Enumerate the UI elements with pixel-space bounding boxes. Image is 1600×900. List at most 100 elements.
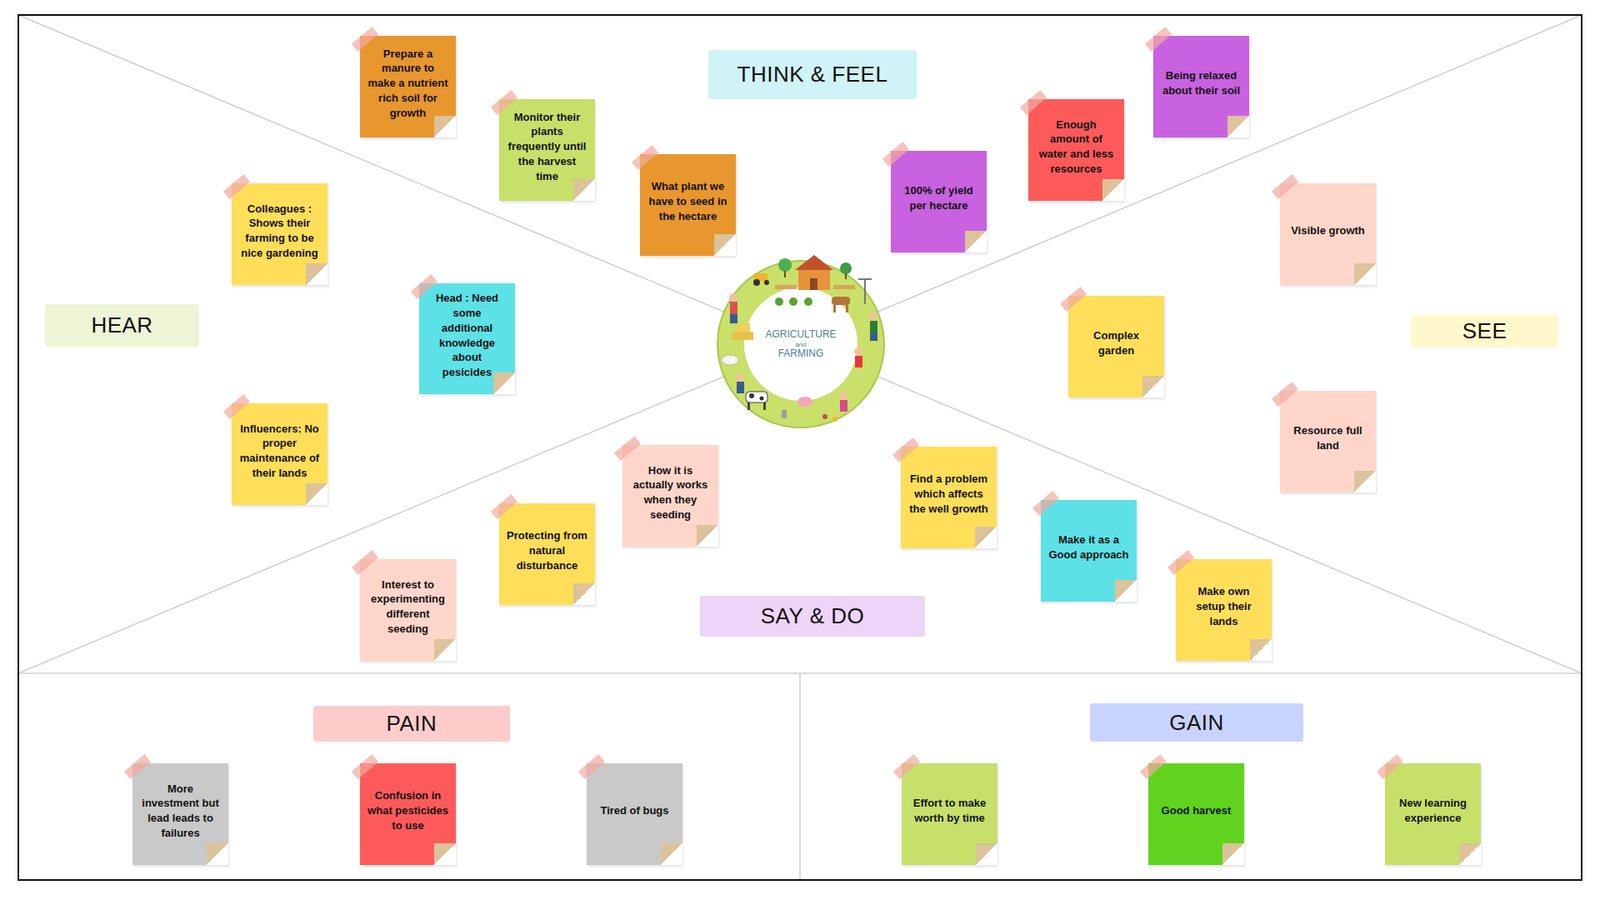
illustration-label: AGRICULTURE [742,329,860,341]
note-text: Colleagues : Shows their farming to be n… [239,201,320,261]
sticky-note: Prepare a manure to make a nutrient rich… [360,35,456,138]
page-curl [975,526,997,549]
note-text: Interest to experimenting different seed… [367,577,449,637]
note-text: Protecting from natural disturbance [506,528,588,573]
header-text: GAIN [1169,710,1225,736]
note-text: How it is actually works when they seedi… [630,463,711,523]
page-curl [305,263,328,285]
sticky-note: Confusion in what pesticides to use [360,763,456,865]
sticky-note: How it is actually works when they seedi… [622,445,719,547]
sticky-note: Colleagues : Shows their farming to be n… [231,183,328,285]
page-curl [714,234,736,256]
section-header: THINK & FEEL [708,50,917,100]
tape-strip [223,174,250,200]
page-curl [1354,263,1376,285]
note-text: Visible growth [1290,223,1365,239]
page-curl [305,483,328,505]
note-text: More investment but lead leads to failur… [140,781,221,841]
sticky-note: Head : Need some additional knowledge ab… [419,283,515,395]
sticky-note: Visible growth [1280,183,1376,285]
tape-strip [351,26,379,52]
sticky-note: New learning experience [1385,763,1481,865]
note-text: 100% of yield per hectare [898,183,980,213]
page-curl [434,639,456,661]
sticky-note: 100% of yield per hectare [890,150,987,253]
header-text: PAIN [386,710,438,737]
header-text: THINK & FEEL [737,61,889,88]
note-text: Enough amount of water and less resource… [1035,117,1117,177]
sticky-note: Complex garden [1068,295,1165,398]
tape-strip [410,274,438,300]
tape-strip [351,754,379,780]
sticky-note: Resource full land [1280,390,1376,493]
tape-strip [223,394,250,420]
page-curl [206,843,229,865]
sticky-note: Effort to make worth by time [901,763,998,865]
note-text: Confusion in what pesticides to use [367,788,449,833]
note-text: Complex garden [1075,328,1157,358]
page-curl [696,525,719,547]
page-curl [1102,179,1125,201]
note-text: New learning experience [1392,795,1474,825]
header-text: HEAR [90,312,153,339]
tape-strip [1140,754,1167,780]
tape-strip [351,550,379,575]
tape-strip [892,437,920,463]
note-text: Tired of bugs [600,803,669,819]
note-text: Find a problem which affects the well gr… [908,471,990,516]
sticky-note: Good harvest [1148,763,1245,865]
tape-strip [490,494,518,520]
sticky-note: Monitor their plants frequently until th… [499,99,595,201]
tape-strip [1060,286,1087,312]
note-text: Influencers: No proper maintenance of th… [239,421,320,481]
page-curl [1354,470,1376,493]
page-curl [573,583,595,605]
section-header: SAY & DO [700,595,925,637]
note-text: Head : Need some additional knowledge ab… [426,290,508,380]
sticky-note: Protecting from natural disturbance [499,503,595,605]
page-curl [660,843,683,865]
tape-strip [1167,550,1195,575]
section-header: PAIN [313,705,510,742]
page-curl [975,843,998,865]
page-curl [1227,115,1250,138]
note-text: What plant we have to seed in the hectar… [647,179,729,224]
tape-strip [1376,754,1404,780]
page-curl [1222,843,1245,865]
tape-strip [614,435,641,461]
tape-strip [882,141,910,167]
note-text: Make own setup their lands [1183,584,1265,629]
page-curl [1459,843,1481,865]
tape-strip [893,754,920,780]
note-text: Resource full land [1287,423,1369,453]
sticky-note: Tired of bugs [586,763,683,865]
note-text: Monitor their plants frequently until th… [506,110,588,184]
page-curl [573,179,595,201]
sticky-note: Make it as a Good approach [1040,500,1137,602]
section-header: SEE [1410,315,1559,348]
sticky-note: More investment but lead leads to failur… [132,763,229,865]
page-curl [1250,639,1272,661]
note-text: Make it as a Good approach [1048,532,1130,562]
tape-strip [1271,381,1299,407]
illustration-caption: AGRICULTUREandFARMING [742,329,860,360]
tape-strip [490,90,518,115]
illustration-label: FARMING [742,348,860,360]
tape-strip [578,754,605,780]
sticky-note: Being relaxed about their soil [1153,35,1250,138]
note-text: Being relaxed about their soil [1160,68,1242,98]
page-curl [965,230,987,253]
illustration-label: and [742,340,860,349]
sticky-note: Influencers: No proper maintenance of th… [231,403,328,505]
tape-strip [124,754,151,780]
page-curl [434,115,456,138]
sticky-note: Enough amount of water and less resource… [1028,99,1125,201]
tape-strip [631,145,659,170]
page-curl [1142,375,1165,398]
page-curl [434,843,456,865]
tape-strip [1032,490,1060,516]
section-header: HEAR [45,304,200,347]
tape-strip [1271,174,1299,200]
header-text: SEE [1462,318,1508,345]
